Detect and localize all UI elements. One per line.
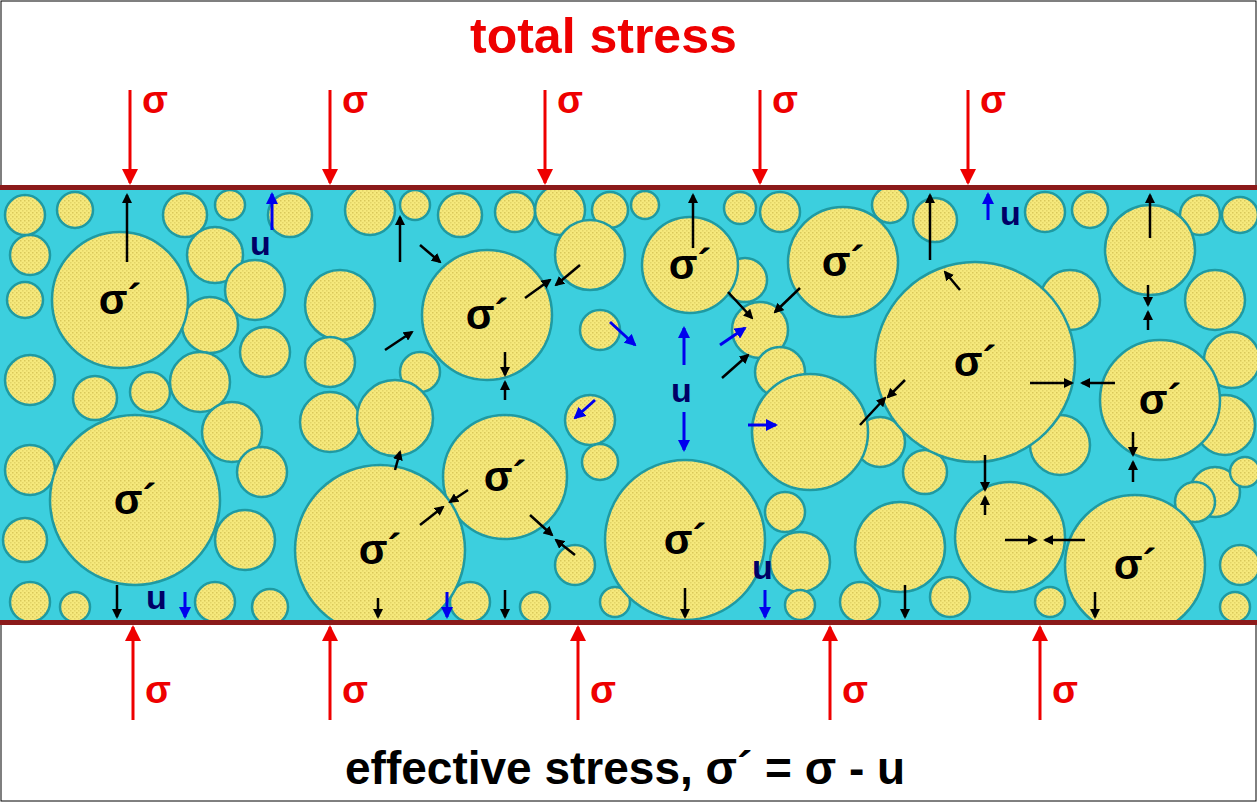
pore-pressure-symbol: u	[146, 580, 167, 614]
total-stress-symbol: σ	[557, 81, 583, 119]
soil-grain: σ´	[1100, 340, 1220, 460]
effective-stress-symbol: σ´	[954, 341, 997, 383]
effective-stress-symbol: σ´	[99, 279, 142, 321]
total-stress-symbol: σ	[1052, 671, 1078, 709]
soil-grain: σ´	[1065, 495, 1205, 635]
total-stress-symbol: σ	[145, 671, 171, 709]
effective-stress-symbol: σ´	[822, 241, 865, 283]
soil-grain: σ´	[443, 415, 567, 539]
title: total stress	[470, 11, 737, 61]
soil-grain: σ´	[50, 415, 220, 585]
total-stress-symbol: σ	[342, 81, 368, 119]
effective-stress-symbol: σ´	[484, 456, 527, 498]
pore-pressure-symbol: u	[250, 226, 271, 260]
soil-grain: σ´	[788, 207, 898, 317]
effective-stress-symbol: σ´	[669, 244, 712, 286]
pore-pressure-symbol: u	[752, 550, 773, 584]
total-stress-symbol: σ	[980, 81, 1006, 119]
soil-grain: σ´	[875, 262, 1075, 462]
effective-stress-symbol: σ´	[664, 519, 707, 561]
total-stress-symbol: σ	[142, 81, 168, 119]
soil-grain: σ´	[52, 232, 188, 368]
total-stress-symbol: σ	[842, 671, 868, 709]
soil-grain: σ´	[295, 465, 465, 635]
effective-stress-symbol: σ´	[1139, 379, 1182, 421]
total-stress-symbol: σ	[772, 81, 798, 119]
caption: effective stress, σ´ = σ - u	[345, 745, 905, 791]
effective-stress-symbol: σ´	[1114, 544, 1157, 586]
soil-grain: σ´	[642, 217, 738, 313]
total-stress-symbol: σ	[590, 671, 616, 709]
total-stress-symbol: σ	[342, 671, 368, 709]
effective-stress-symbol: σ´	[359, 529, 402, 571]
soil-grain: σ´	[422, 250, 552, 380]
soil-grain: σ´	[605, 460, 765, 620]
pore-pressure-symbol: u	[671, 373, 692, 407]
effective-stress-symbol: σ´	[466, 294, 509, 336]
pore-pressure-symbol: u	[1000, 196, 1021, 230]
effective-stress-symbol: σ´	[114, 479, 157, 521]
